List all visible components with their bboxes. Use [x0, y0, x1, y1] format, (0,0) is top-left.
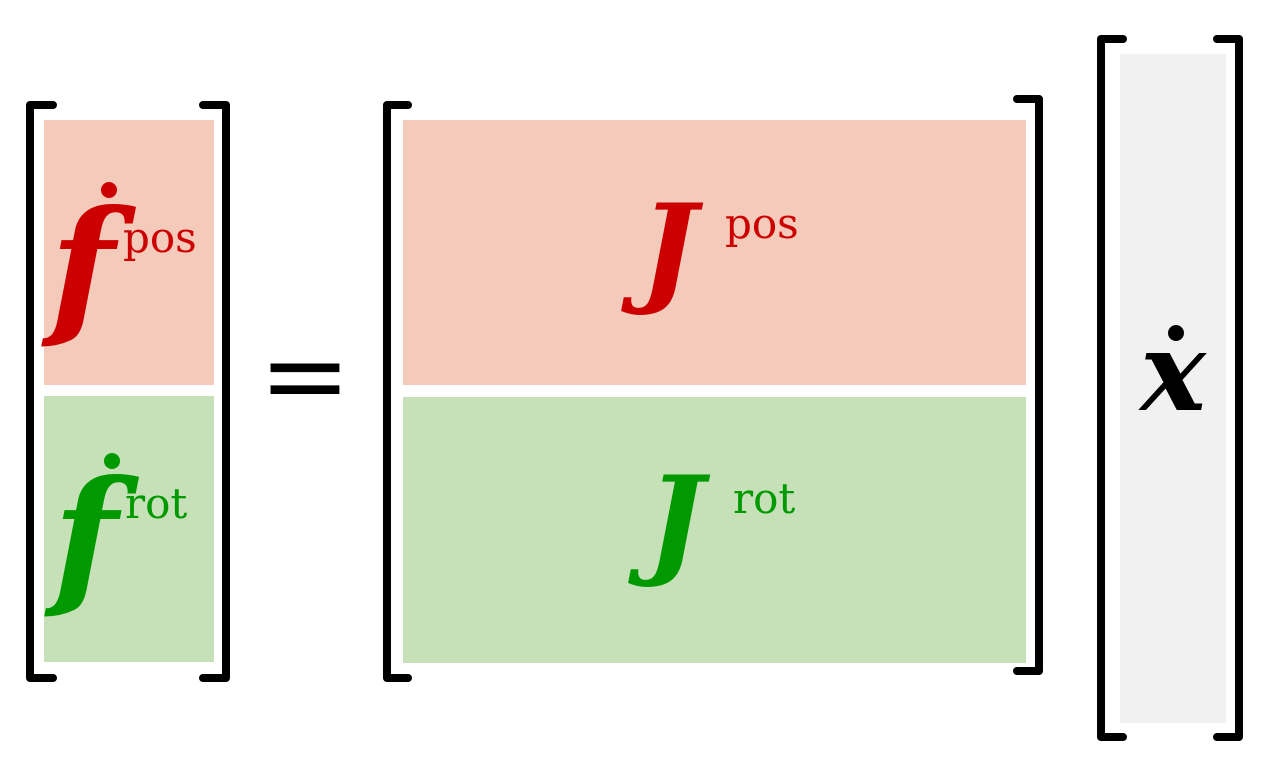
x-dot-vector: x	[1097, 35, 1243, 741]
jacobian-left-bracket	[383, 101, 412, 682]
jacobian-matrix: J pos J rot	[383, 95, 1043, 682]
equals-sign: =	[259, 311, 351, 439]
dot-accent	[101, 182, 117, 198]
x-dot-left-bracket	[1097, 35, 1127, 741]
x-dot-block	[1120, 54, 1226, 723]
f-pos-superscript: pos	[123, 213, 197, 262]
j-rot-superscript: rot	[733, 474, 795, 523]
lhs-vector: f pos f rot	[26, 101, 230, 682]
equals-symbol: =	[259, 311, 351, 439]
jacobian-pos-block	[403, 120, 1026, 385]
lhs-pos-block	[44, 120, 214, 385]
j-pos-superscript: pos	[725, 199, 799, 248]
dot-accent	[104, 453, 120, 469]
lhs-rot-block	[44, 396, 214, 662]
x-dot-label: x	[1138, 307, 1207, 436]
lhs-left-bracket	[26, 101, 57, 682]
x-dot-right-bracket	[1213, 35, 1243, 741]
lhs-right-bracket	[199, 101, 230, 682]
f-rot-superscript: rot	[125, 479, 187, 528]
jacobian-right-bracket	[1013, 95, 1043, 675]
x-symbol: x	[1138, 307, 1207, 436]
dot-accent	[1168, 325, 1184, 341]
jacobian-rot-block	[403, 397, 1026, 663]
